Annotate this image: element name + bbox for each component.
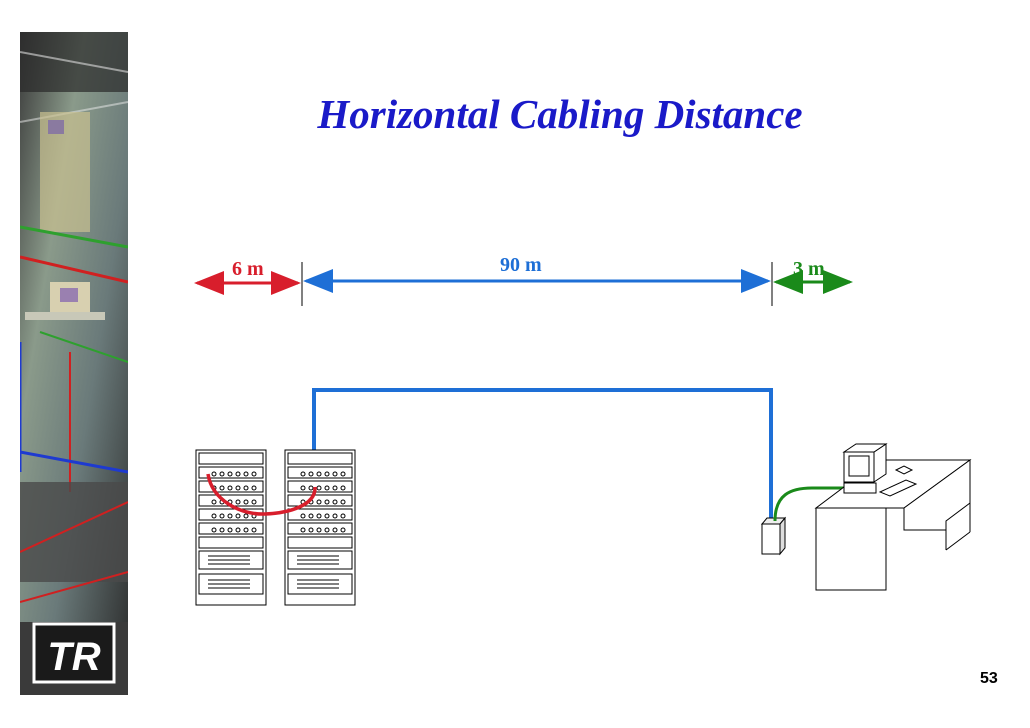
desk	[814, 459, 972, 591]
horizontal-cable	[312, 388, 773, 522]
slide-title: Horizontal Cabling Distance	[317, 91, 803, 137]
work-area-cord	[773, 486, 850, 522]
keyboard	[878, 479, 918, 497]
computer	[842, 443, 918, 497]
logo-box	[32, 622, 116, 684]
mouse	[894, 465, 914, 475]
sidebar-decorative-image: TR	[20, 32, 128, 695]
rack-right-ports	[300, 471, 346, 533]
page-number: 53	[980, 670, 998, 687]
logo-text: TR	[47, 635, 100, 679]
building-cabling-illustration: TR	[20, 32, 128, 695]
wall-outlet	[760, 516, 787, 556]
patch-cord	[206, 473, 317, 516]
rack-left-ports	[211, 471, 257, 533]
